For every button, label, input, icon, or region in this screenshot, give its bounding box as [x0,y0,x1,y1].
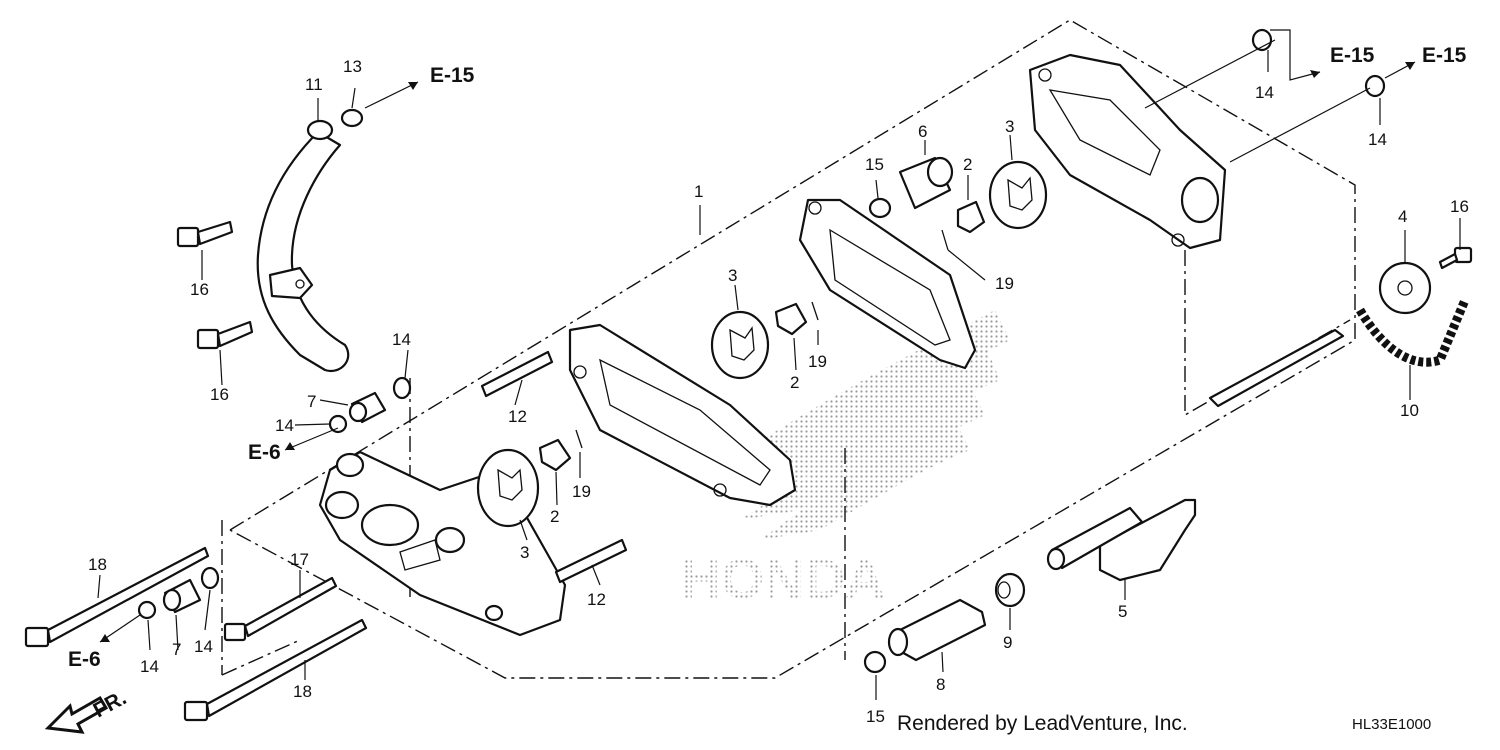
ref-e15-left: E-15 [430,64,475,87]
ref-e15-middle: E-15 [1330,44,1375,67]
leader-lines [97,29,1461,700]
pump-plate-middle [568,323,797,507]
oil-pipe [256,119,350,373]
washer-15-upper [868,197,892,219]
bolt-18-lower [183,618,368,722]
rotor-3-left [476,448,540,528]
bolt-16-upper [176,220,234,248]
callout-8: 8 [936,675,945,694]
sprocket-4 [1378,261,1432,315]
callout-2-middle: 2 [790,373,799,392]
rotor-3-upper [988,160,1048,230]
callout-14-upper: 14 [392,330,411,349]
pin-19-middle [811,301,819,321]
pin-19-upper [941,229,949,251]
callout-12-lower: 12 [587,590,606,609]
callout-16-upper: 16 [190,280,209,299]
callout-3-upper: 3 [1005,117,1014,136]
oil-strainer-5 [1046,498,1197,582]
washer-13 [340,108,364,128]
callout-5: 5 [1118,602,1127,621]
bolt-17 [223,576,338,642]
callout-13: 13 [343,57,362,76]
callout-7-lower: 7 [172,640,181,659]
callout-12-upper: 12 [508,407,527,426]
callout-15-lower: 15 [866,707,885,726]
front-label: FR. [90,686,131,722]
washer-14-right [1364,74,1386,98]
inner-rotor-2-left [538,438,572,472]
joint-7-upper [348,391,387,424]
callout-16-lower: 16 [210,385,229,404]
watermark-text: HONDA [680,547,885,610]
bolt-18-upper [24,546,210,648]
inner-rotor-2-middle [774,302,808,336]
callout-17: 17 [290,550,309,569]
ref-e6-upper: E-6 [248,441,281,464]
reference-arrows [100,62,1415,642]
reference-labels: E-15 E-15 E-15 E-6 E-6 [68,44,1467,671]
front-direction-marker: FR. [44,686,131,734]
sleeve-6 [898,156,954,210]
callout-14-lower-left: 14 [140,657,159,676]
callout-9: 9 [1003,633,1012,652]
callout-6: 6 [918,122,927,141]
pipe-8 [887,598,987,662]
callout-14-mid: 14 [275,416,294,435]
callout-14-far-right: 14 [1368,130,1387,149]
ref-e15-right: E-15 [1422,44,1467,67]
joint-7-lower [162,578,202,614]
callout-2-lower: 2 [550,507,559,526]
callout-18-upper: 18 [88,555,107,574]
pump-shaft [1208,328,1345,408]
dowel-pin-12-lower [554,538,628,584]
plug-9 [994,572,1026,608]
pin-19-left [575,429,583,449]
bolt-16-sprocket [1438,246,1473,270]
rotor-3-middle [710,310,770,380]
washer-14-upper-left [392,376,412,400]
callout-11: 11 [305,75,323,94]
callout-19-lower: 19 [572,482,591,501]
callout-19-upper: 19 [995,274,1014,293]
callout-18-lower: 18 [293,682,312,701]
callout-19-middle: 19 [808,352,827,371]
bolt-16-lower [196,320,254,350]
ref-e6-lower: E-6 [68,648,101,671]
callout-3-middle: 3 [728,266,737,285]
washer-15-lower [863,650,887,674]
washer-14-mid-left [328,414,348,434]
callout-3-lower: 3 [520,543,529,562]
callout-1: 1 [694,182,703,201]
inner-rotor-2-upper [956,200,986,234]
washer-14-lower-right [200,566,220,590]
callout-16-right: 16 [1450,197,1469,216]
callout-14-top-right: 14 [1255,83,1274,102]
callout-4: 4 [1398,207,1407,226]
footer-credit: Rendered by LeadVenture, Inc. [897,712,1188,735]
callout-2-upper: 2 [963,155,972,174]
washer-14-lower-left [137,600,157,620]
callout-10: 10 [1400,401,1419,420]
dowel-pin-12-upper [480,350,554,398]
callout-15-upper: 15 [865,155,884,174]
drive-chain-10 [1356,298,1470,367]
callout-labels: 1 2 2 2 3 3 3 4 5 6 7 7 8 9 10 11 12 12 … [88,57,1469,726]
pump-plate-upper [798,198,977,370]
callout-7-upper: 7 [307,392,316,411]
pump-cover-upper [1028,53,1227,250]
diagram-code: HL33E1000 [1352,716,1432,733]
callout-14-lower-right: 14 [194,637,213,656]
